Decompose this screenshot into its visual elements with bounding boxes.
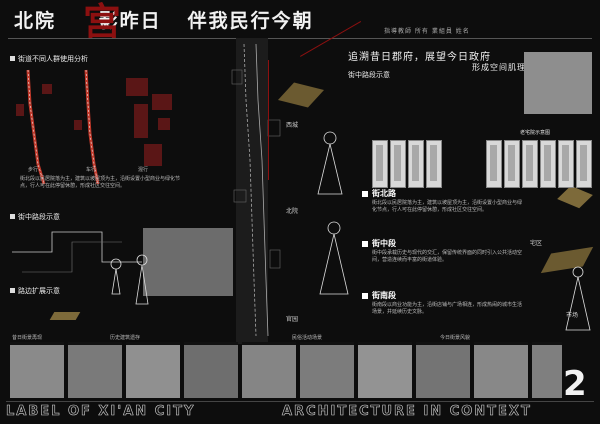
history-photo	[126, 342, 180, 398]
scroll-card	[372, 140, 388, 188]
history-photo	[300, 342, 354, 398]
street-section-diagram	[12, 231, 142, 273]
scroll-card	[408, 140, 424, 188]
legend-car: 车行	[86, 167, 97, 173]
district-label: 西城	[286, 122, 299, 129]
street-section-label: 街中路段示意	[10, 212, 60, 222]
street-north-text: 街北段以民居院落为主，建筑以坡屋顶为主，沿街设置小型商业与绿化节点，行人可在此停…	[372, 200, 523, 213]
history-photo	[474, 342, 528, 398]
poster-title: 北院 影昨日 伴我民行今朝	[14, 6, 314, 33]
legend-mixed: 混行	[138, 167, 149, 173]
street-middle-text: 街中段承载历史与现代的交汇，保留传统界面的同时引入公共活动空间，营造连续而丰富的…	[372, 250, 523, 263]
photo-caption: 昔日街景再现	[12, 335, 43, 341]
section-marker-icon	[362, 190, 368, 197]
street-north-heading: 街北路	[362, 188, 396, 199]
legend-walk: 步行	[28, 167, 39, 173]
iso-tile	[557, 185, 593, 209]
exhibit-label: 老宅院示意图	[520, 130, 551, 136]
scroll-card	[504, 140, 520, 188]
crowd-analysis-text: 街北段以民居院落为主，建筑以坡屋顶为主，沿街设置小型商业与绿化节点，行人可在此停…	[20, 176, 181, 189]
section-marker-icon	[10, 214, 15, 219]
street-photo-bw	[143, 228, 233, 296]
street-middle-heading: 街中段	[362, 238, 396, 249]
scroll-card	[576, 140, 592, 188]
history-photo	[358, 342, 412, 398]
street-south-heading: 街南段	[362, 290, 396, 301]
figure-sketches	[110, 254, 149, 305]
scroll-card	[522, 140, 538, 188]
street-exhibit-label: 街中路段示意	[348, 71, 390, 79]
title-main: 北院	[14, 10, 65, 32]
history-photo	[184, 342, 238, 398]
footer-divider	[6, 401, 594, 402]
history-photo	[10, 342, 64, 398]
street-south-text: 街南段以商业功能为主，沿街店铺与广场相连，形成热闹的城市生活场景，并延续历史文脉…	[372, 302, 523, 315]
district-label: 官园	[286, 316, 299, 323]
authors-line: 指導教師 所有 業組員 姓名	[384, 28, 470, 35]
section-marker-icon	[10, 288, 15, 293]
road-expansion-label: 路边扩展示意	[10, 286, 60, 296]
header-divider	[8, 38, 592, 39]
crowd-analysis-label: 街道不同人群使用分析	[10, 54, 88, 64]
footer-label-right: ARCHITECTURE IN CONTEXT	[282, 404, 532, 420]
footer-label-left: LABEL OF XI'AN CITY	[6, 404, 196, 420]
history-photo	[68, 342, 122, 398]
street-plan-drawing	[231, 43, 281, 337]
ground-plane-tile	[49, 312, 81, 320]
reform-heading: 追溯昔日郡府，展望今日政府	[348, 52, 491, 63]
costume-figure-sketches	[317, 131, 349, 295]
reform-subheading: 形成空间肌理	[472, 63, 526, 72]
page-number: 2	[563, 364, 587, 404]
photo-caption: 历史建筑遗存	[110, 335, 141, 341]
section-marker-icon	[362, 292, 368, 299]
scroll-card	[540, 140, 556, 188]
costume-figure-right	[565, 266, 591, 331]
red-guide-line	[268, 60, 269, 180]
district-label: 宅区	[530, 240, 543, 247]
section-marker-icon	[362, 240, 368, 247]
photo-caption: 今日街景风貌	[440, 335, 471, 341]
title-part2: 影昨日	[98, 10, 162, 32]
scroll-card	[426, 140, 442, 188]
title-sub: 伴我民行今朝	[187, 10, 314, 32]
seal-character: 宫	[82, 0, 121, 44]
section-marker-icon	[10, 56, 15, 61]
scroll-card	[486, 140, 502, 188]
district-label: 市场	[566, 312, 579, 319]
photo-caption: 民俗活动场景	[292, 335, 323, 341]
history-photo	[242, 342, 296, 398]
gate-photo	[524, 52, 592, 114]
scroll-card	[558, 140, 574, 188]
scroll-card	[390, 140, 406, 188]
history-photo	[532, 342, 562, 398]
street-usage-maps	[16, 69, 172, 185]
history-photo	[416, 342, 470, 398]
district-label: 北院	[286, 208, 299, 215]
